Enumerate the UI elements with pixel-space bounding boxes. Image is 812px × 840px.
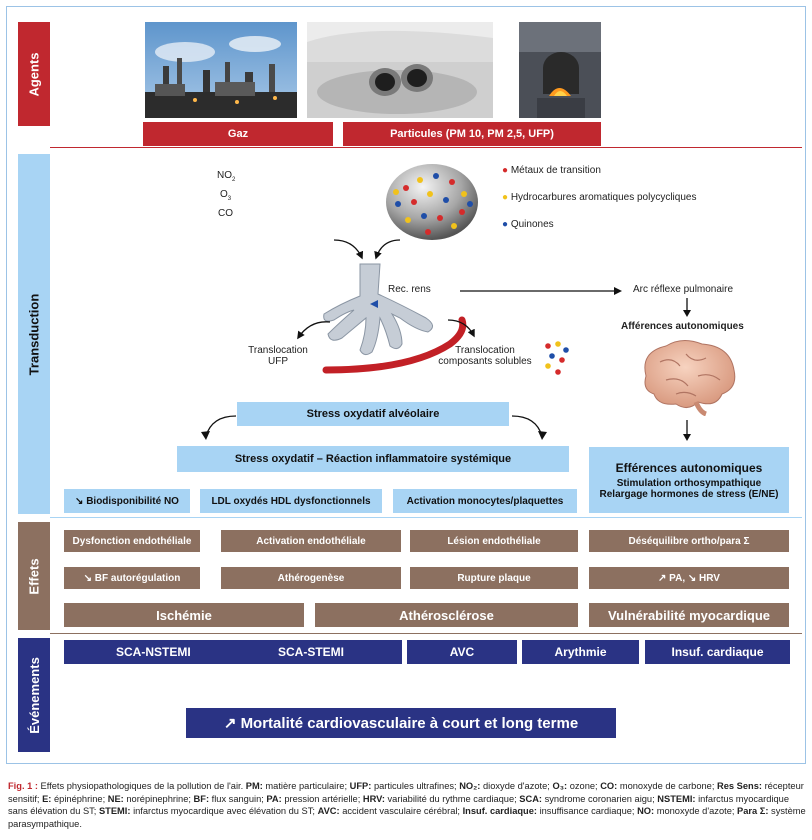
factory-photo: [145, 22, 297, 118]
arythmie-box: Arythmie: [522, 640, 639, 664]
caption-term: E:: [42, 793, 52, 804]
separator-agents: [50, 147, 802, 148]
arc-reflexe-label: Arc réflexe pulmonaire: [633, 284, 734, 295]
caption-text: Effets physiopathologiques de la polluti…: [37, 781, 246, 791]
ischemie-box: Ischémie: [64, 603, 304, 627]
atherosclerose-box: Athérosclérose: [315, 603, 578, 627]
stress-alveolaire-box: Stress oxydatif alvéolaire: [237, 402, 509, 426]
desequilibre-box: Déséquilibre ortho/para Σ: [589, 530, 789, 552]
atherogenese-box: Athérogenèse: [221, 567, 401, 589]
arrow-down-efferences: [683, 420, 691, 441]
caption-term: CO:: [600, 781, 618, 791]
exhaust-photo: [307, 22, 493, 118]
caption-text: syndrome coronarien aigu;: [542, 793, 658, 804]
stove-photo: [519, 22, 601, 118]
caption-text: norépinephrine;: [123, 793, 194, 804]
insuf-cardiaque-box: Insuf. cardiaque: [645, 640, 790, 664]
caption-term: NSTEMI:: [657, 793, 696, 804]
ldl-box: LDL oxydés HDL dysfonctionnels: [200, 489, 382, 513]
side-label-transduction: Transduction: [18, 154, 50, 514]
efferences-box: Efférences autonomiques Stimulation orth…: [589, 447, 789, 513]
caption-term: STEMI:: [98, 806, 131, 816]
caption-term: O₃:: [552, 781, 568, 791]
afferences-label: Afférences autonomiques: [621, 321, 744, 332]
caption-term: NO₂:: [459, 781, 481, 791]
caption-body: Effets physiopathologiques de la polluti…: [8, 781, 806, 829]
sca-events-bar: SCA-NSTEMI SCA-STEMI: [64, 640, 402, 664]
separator-effets: [50, 633, 802, 634]
legend-quinones: ● Quinones: [502, 219, 554, 230]
activation-endotheliale-box: Activation endothéliale: [221, 530, 401, 552]
arrow-right-stress: [511, 415, 547, 440]
gas-no2-label: NO2: [217, 170, 236, 183]
caption-text: épinéphrine;: [51, 793, 108, 804]
caption-term: BF:: [193, 793, 210, 804]
caption-text: ozone;: [567, 781, 601, 791]
particules-box: Particules (PM 10, PM 2,5, UFP): [343, 122, 601, 146]
biodisponibilite-box: ↘ Biodisponibilité NO: [64, 489, 190, 513]
caption-fig-label: Fig. 1 :: [8, 781, 38, 791]
caption-term: Res Sens:: [717, 781, 762, 791]
caption-text: infarctus myocardique avec élévation du …: [130, 806, 318, 816]
arrow-down-afferences: [683, 298, 691, 317]
legend-hydrocarbures: ● Hydrocarbures aromatiques polycyclique…: [502, 192, 697, 203]
caption-text: particules ultrafines;: [371, 781, 460, 791]
sca-stemi-label: SCA-STEMI: [278, 645, 344, 659]
lesion-endotheliale-box: Lésion endothéliale: [410, 530, 578, 552]
caption-term: PA:: [266, 793, 282, 804]
particle-sphere-icon: [386, 164, 478, 240]
caption-text: accident vasculaire cérébral;: [339, 806, 463, 816]
sca-nstemi-label: SCA-NSTEMI: [116, 645, 191, 659]
caption-term: NO:: [637, 806, 655, 816]
caption-text: monoxyde de carbone;: [617, 781, 718, 791]
dysfonction-endotheliale-box: Dysfonction endothéliale: [64, 530, 200, 552]
caption-term: Para Σ:: [737, 806, 769, 816]
caption-term: AVC:: [317, 806, 340, 816]
caption-text: système parasympathique.: [8, 806, 806, 829]
caption-text: infarctus myocardique sans élévation du …: [8, 793, 790, 817]
caption-text: récepteur sensitif;: [8, 781, 804, 804]
soluble-components-dots-icon: [545, 341, 569, 375]
brain-icon: [644, 340, 736, 416]
caption-term: UFP:: [349, 781, 372, 791]
activation-monocytes-box: Activation monocytes/plaquettes: [393, 489, 577, 513]
caption-text: variabilité du rythme cardiaque;: [384, 793, 520, 804]
vulnerabilite-box: Vulnérabilité myocardique: [589, 603, 789, 627]
bf-autoregulation-box: ↘ BF autorégulation: [64, 567, 200, 589]
caption-text: flux sanguin;: [209, 793, 267, 804]
caption-term: NE:: [107, 793, 124, 804]
gas-co-label: CO: [218, 208, 233, 219]
caption-term: Insuf. cardiaque:: [462, 806, 537, 816]
caption-term: SCA:: [519, 793, 543, 804]
arrow-to-arc-reflexe: [460, 287, 622, 295]
side-label-evenements: Événements: [18, 638, 50, 752]
caption-term: HRV:: [362, 793, 385, 804]
gaz-box: Gaz: [143, 122, 333, 146]
side-label-agents: Agents: [18, 22, 50, 126]
separator-transduction: [50, 517, 802, 518]
arrow-left-stress: [201, 415, 237, 440]
side-label-effets: Effets: [18, 522, 50, 630]
caption-text: matière particulaire;: [262, 781, 350, 791]
mortalite-box: ↗ Mortalité cardiovasculaire à court et …: [186, 708, 616, 738]
pa-hrv-box: ↗ PA, ↘ HRV: [589, 567, 789, 589]
avc-box: AVC: [407, 640, 517, 664]
stress-systemique-box: Stress oxydatif – Réaction inflammatoire…: [177, 446, 569, 472]
caption-term: PM:: [245, 781, 263, 791]
caption-text: monoxyde d'azote;: [654, 806, 738, 816]
rec-rens-label: Rec. rens: [388, 284, 431, 295]
caption-text: dioxyde d'azote;: [480, 781, 553, 791]
rupture-plaque-box: Rupture plaque: [410, 567, 578, 589]
legend-metaux: ● Métaux de transition: [502, 165, 601, 176]
figure-caption: Fig. 1 : Effets physiopathologiques de l…: [8, 780, 806, 830]
lung-bronchi-diagram: [297, 239, 475, 374]
caption-text: insuffisance cardiaque;: [536, 806, 638, 816]
gas-o3-label: O3: [220, 189, 232, 202]
caption-text: pression artérielle;: [281, 793, 363, 804]
